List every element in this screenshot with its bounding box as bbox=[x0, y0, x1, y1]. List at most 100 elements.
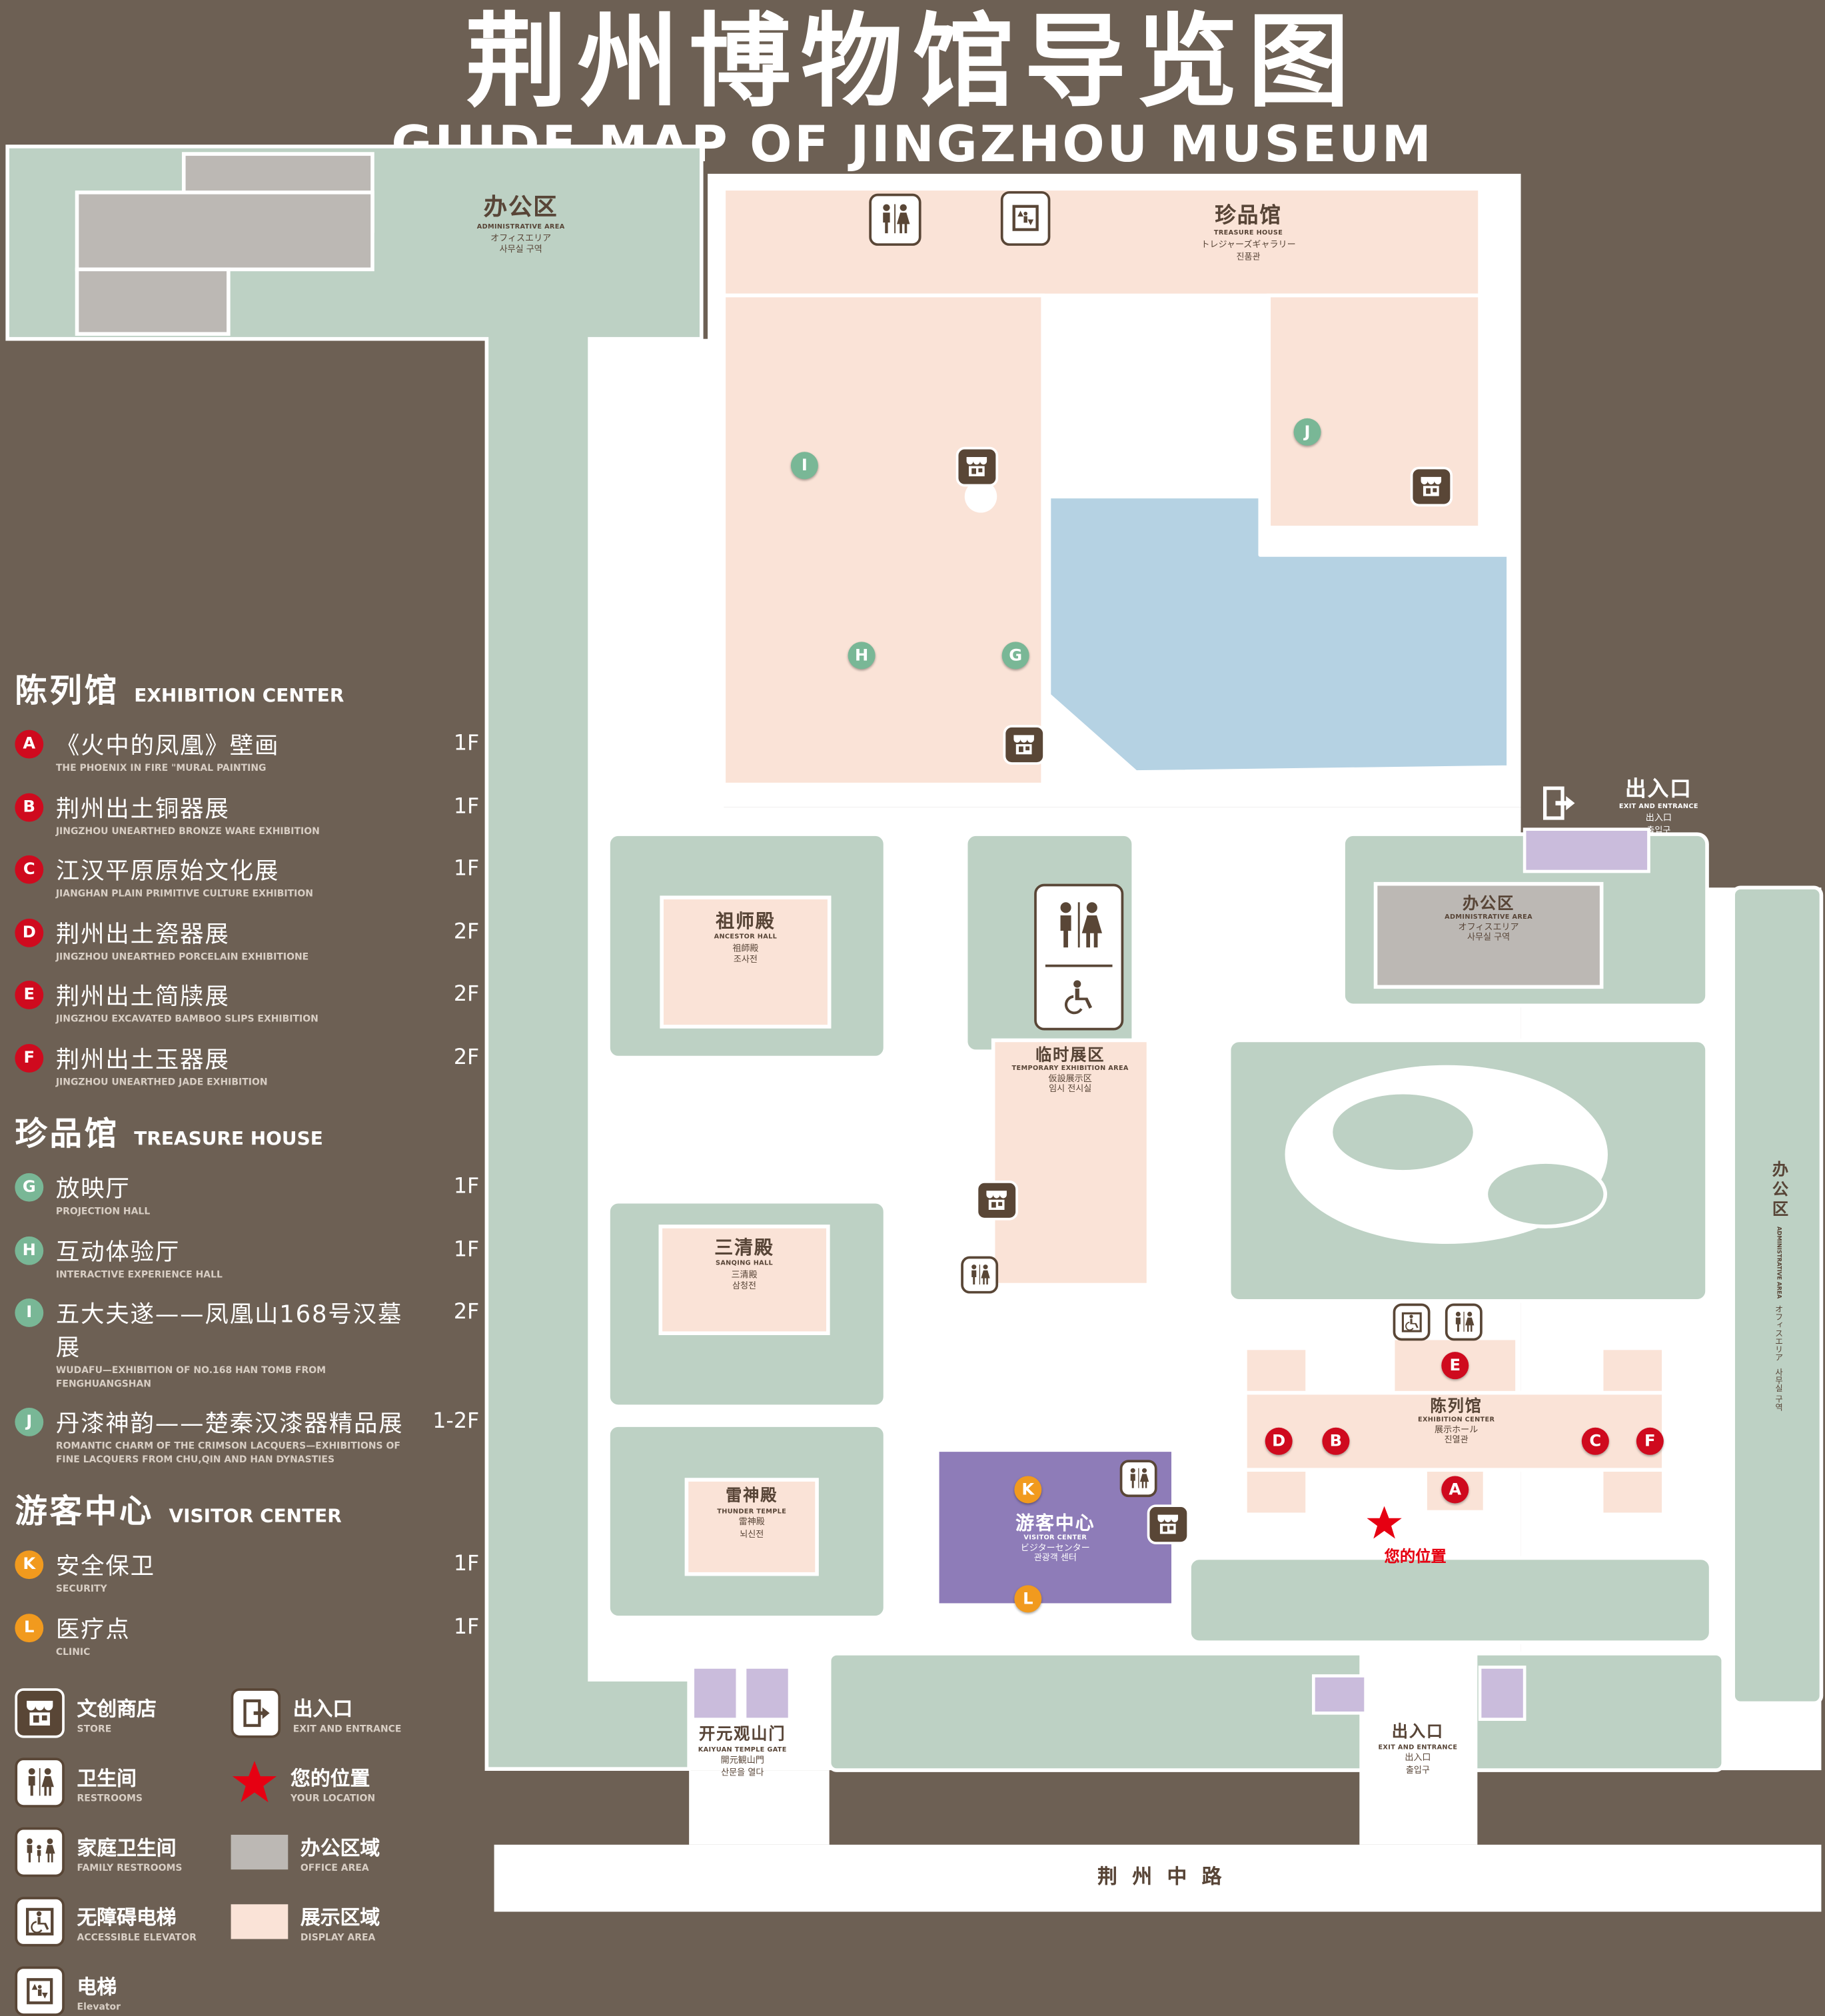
symbol-en: Elevator bbox=[77, 2001, 121, 2013]
legend-heading-visitor: 游客中心 VISITOR CENTER bbox=[15, 1486, 479, 1532]
store-icon bbox=[975, 1180, 1018, 1221]
legend-marker-L: L bbox=[15, 1613, 44, 1642]
restroom-icon bbox=[869, 193, 921, 246]
item-cn: 医疗点 bbox=[55, 1616, 131, 1644]
label-line-en: EXHIBITION CENTER bbox=[1417, 1416, 1495, 1424]
ancestor-hall-building bbox=[660, 895, 832, 1029]
map-base bbox=[5, 145, 1824, 1912]
restroom-icon bbox=[15, 1758, 65, 1807]
label-line-cn: 游客中心 bbox=[1015, 1512, 1095, 1535]
label-line-jp: 出入口 bbox=[1405, 1753, 1431, 1764]
admin-strip-en: ADMINISTRATIVE AREA bbox=[1774, 1226, 1781, 1299]
elevator-icon bbox=[1000, 191, 1051, 246]
label-line-jp: 展示ホール bbox=[1435, 1424, 1479, 1435]
item-cn: 荆州出土玉器展 bbox=[55, 1045, 230, 1073]
symbol-cn: 办公区域 bbox=[300, 1835, 380, 1860]
item-en: JINGZHOU UNEARTHED JADE EXHIBITION bbox=[55, 1075, 268, 1087]
symbol-cn: 无障碍电梯 bbox=[77, 1905, 177, 1929]
item-en: INTERACTIVE EXPERIENCE HALL bbox=[55, 1268, 223, 1280]
legend-marker-I: I bbox=[15, 1298, 44, 1327]
legend-heading-exhibition: 陈列馆 EXHIBITION CENTER bbox=[15, 666, 479, 712]
legend-marker-D: D bbox=[15, 917, 44, 947]
map-marker-K: K bbox=[1014, 1476, 1042, 1504]
label-line-kr: 출입구 bbox=[1405, 1765, 1430, 1775]
your-location-star-icon bbox=[231, 1759, 279, 1806]
label-line-jp: 祖師殿 bbox=[732, 943, 759, 953]
treasure-house-west-wing bbox=[722, 293, 1045, 787]
label-line-kr: 출입구 bbox=[1646, 825, 1671, 835]
item-cn: 荆州出土瓷器展 bbox=[55, 920, 230, 948]
heading-cn: 游客中心 bbox=[15, 1493, 155, 1531]
item-cn: 安全保卫 bbox=[55, 1552, 155, 1580]
item-floor: 1F bbox=[453, 1552, 480, 1577]
map-marker-G: G bbox=[1001, 642, 1029, 670]
label-line-en: ADMINISTRATIVE AREA bbox=[476, 223, 565, 231]
symbol-cn: 出入口 bbox=[293, 1697, 353, 1721]
symbol-cn: 展示区域 bbox=[300, 1905, 380, 1929]
label-line-en: EXIT AND ENTRANCE bbox=[1618, 803, 1698, 811]
map-marker-A: A bbox=[1441, 1476, 1469, 1504]
symbol-cn: 您的位置 bbox=[291, 1766, 370, 1790]
heading-en: VISITOR CENTER bbox=[169, 1504, 342, 1527]
item-en: PROJECTION HALL bbox=[55, 1205, 151, 1217]
label-line-kr: 조사전 bbox=[733, 955, 758, 965]
ne-entrance-kiosk bbox=[1522, 827, 1650, 873]
item-cn: 五大夫遂——凤凰山168号汉墓展 bbox=[55, 1300, 403, 1362]
item-en: WUDAFU—EXHIBITION OF NO.168 HAN TOMB FRO… bbox=[55, 1364, 326, 1389]
exhibition-center-building bbox=[1243, 1468, 1309, 1517]
map-marker-L: L bbox=[1014, 1585, 1042, 1613]
display-area-swatch bbox=[231, 1904, 289, 1939]
lake bbox=[1047, 494, 1511, 774]
item-cn: 《火中的凤凰》壁画 bbox=[55, 732, 280, 760]
gate-kiosk-1 bbox=[691, 1666, 740, 1721]
item-floor: 1F bbox=[453, 793, 480, 819]
thunder-temple-building bbox=[684, 1478, 819, 1576]
label-line-jp: 仮設展示区 bbox=[1048, 1073, 1092, 1083]
symbol-your-location: 您的位置 YOUR LOCATION bbox=[231, 1758, 480, 1807]
grounds-south-band bbox=[827, 1652, 1726, 1772]
accessible-icon bbox=[1059, 977, 1099, 1017]
exhibition-center-building bbox=[1599, 1346, 1666, 1395]
label-line-en: ADMINISTRATIVE AREA bbox=[1445, 913, 1533, 921]
elevator-icon bbox=[15, 1966, 65, 2016]
label-line-jp: 三清殿 bbox=[731, 1269, 758, 1280]
label-line-cn: 三清殿 bbox=[714, 1236, 774, 1259]
office-area-swatch bbox=[231, 1834, 289, 1870]
item-floor: 2F bbox=[453, 981, 480, 1007]
label-line-jp: トレジャーズギャラリー bbox=[1201, 239, 1296, 250]
item-en: JIANGHAN PLAIN PRIMITIVE CULTURE EXHIBIT… bbox=[55, 887, 313, 899]
header: 荆州博物馆导览图 GUIDE MAP OF JINGZHOU MUSEUM bbox=[0, 0, 1825, 174]
label-line-cn: 陈列馆 bbox=[1430, 1398, 1483, 1417]
item-floor: 2F bbox=[453, 1044, 480, 1070]
gate-road-path bbox=[689, 1770, 830, 1845]
south-exit-path bbox=[1359, 1653, 1478, 1771]
legend-marker-H: H bbox=[15, 1235, 44, 1264]
symbol-en: YOUR LOCATION bbox=[291, 1792, 376, 1804]
store-icon bbox=[955, 446, 999, 487]
admin-strip-cn: 办公区 bbox=[1768, 1161, 1788, 1221]
legend-marker-J: J bbox=[15, 1407, 44, 1436]
item-floor: 1F bbox=[453, 1237, 480, 1262]
office-building-nw bbox=[75, 267, 231, 336]
map-marker-C: C bbox=[1581, 1427, 1609, 1455]
symbol-en: OFFICE AREA bbox=[300, 1861, 369, 1873]
